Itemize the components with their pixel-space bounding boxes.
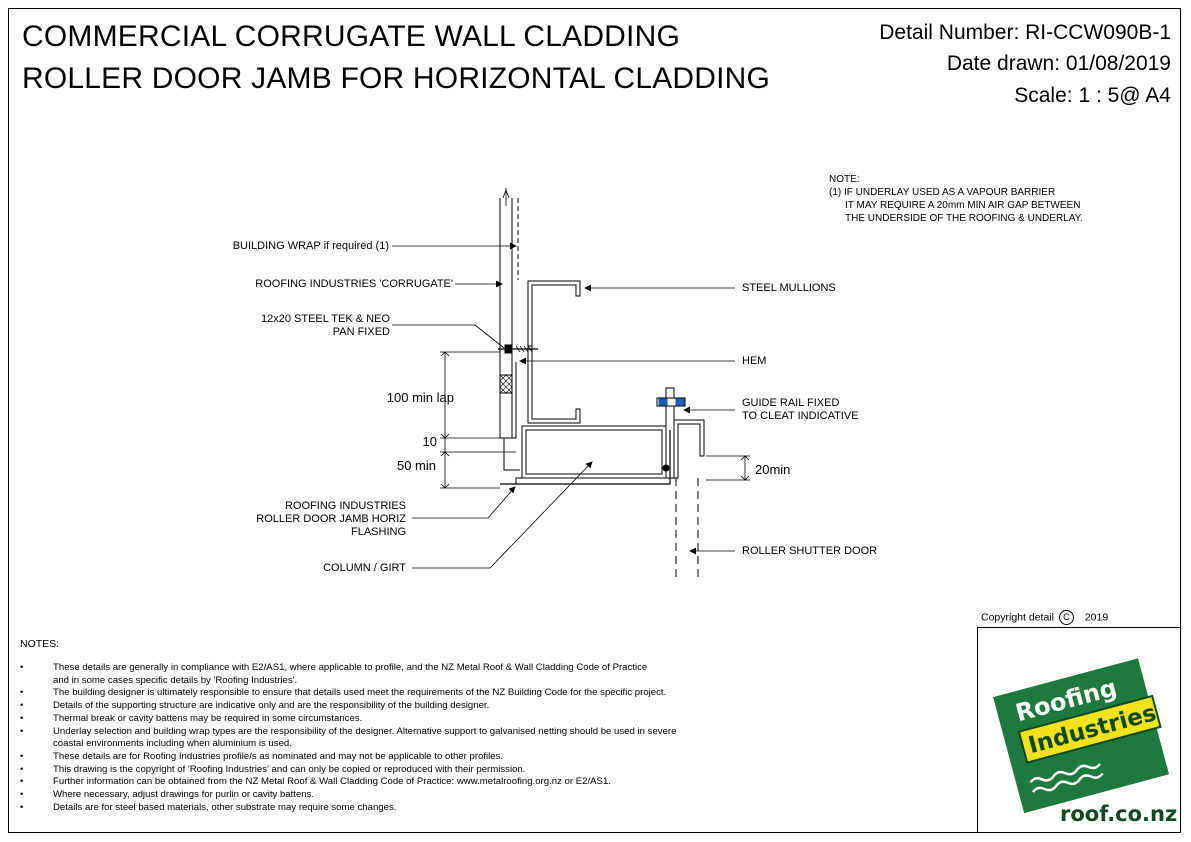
label-tek-line-2: PAN FIXED (332, 326, 390, 338)
dimension-20min (706, 455, 750, 481)
note-bullet: • (20, 763, 24, 775)
note-bullet: • (20, 662, 24, 673)
leader-lines (392, 242, 735, 569)
note-item: • Where necessary, adjust drawings for pu… (20, 789, 676, 802)
logo-url: roof.co.nz (1060, 802, 1177, 826)
note-bullet: • (20, 789, 24, 801)
hem-flashing (503, 362, 520, 471)
note-text: and in some cases specific details by 'R… (53, 674, 298, 686)
steel-mullion-upper (527, 280, 581, 347)
note-text: coastal environments including when alum… (53, 738, 292, 750)
note-bullet: • (20, 712, 24, 724)
label-roller-shutter: ROLLER SHUTTER DOOR (742, 545, 878, 557)
copyright-year: 2019 (1084, 611, 1109, 624)
note-bullet: • (20, 750, 24, 762)
label-column-girt: COLUMN / GIRT (323, 562, 406, 574)
note-item: • Details of the supporting structure are… (20, 700, 676, 713)
top-note-line-2: IT MAY REQUIRE A 20mm MIN AIR GAP BETWEE… (845, 200, 1081, 211)
top-note-line-1: (1) IF UNDERLAY USED AS A VAPOUR BARRIER (829, 187, 1056, 198)
steel-mullion-lower (527, 346, 581, 424)
title-line-1: COMMERCIAL CORRUGATE WALL CLADDING (22, 20, 680, 53)
tek-screw (498, 344, 538, 354)
note-item: • Details are for steel based materials, … (20, 802, 676, 815)
note-bullet: • (20, 776, 24, 788)
label-tek-line-1: 12x20 STEEL TEK & NEO (260, 313, 390, 325)
top-note-line-3: THE UNDERSIDE OF THE ROOFING & UNDERLAY. (845, 213, 1083, 224)
top-note-heading: NOTE: (829, 174, 860, 185)
label-building-wrap: BUILDING WRAP if required (1) (232, 240, 389, 252)
note-item: • These details are for Roofing Industrie… (20, 751, 676, 764)
detail-number: Detail Number: RI-CCW090B-1 (879, 21, 1171, 44)
lap-insulation (499, 374, 513, 394)
note-bullet: • (20, 801, 24, 813)
copyright-text: Copyright detail C 2019 (981, 610, 1108, 625)
dim-lap: 100 min lap (386, 390, 454, 405)
note-text: These details are generally in complianc… (53, 662, 648, 673)
jamb-flashing (500, 430, 671, 485)
column-girt (521, 425, 667, 479)
scale: Scale: 1 : 5@ A4 (1014, 84, 1171, 107)
notes-list: • These details are generally in complian… (20, 662, 676, 814)
note-text: Further information can be obtained from… (53, 776, 611, 788)
note-text: Underlay selection and building wrap typ… (53, 725, 677, 737)
label-corrugate: ROOFING INDUSTRIES 'CORRUGATE' (255, 278, 453, 290)
note-text: These details are for Roofing Industries… (53, 750, 504, 762)
copyright-symbol: C (1058, 610, 1074, 625)
dim-ten: 10 (422, 434, 437, 449)
label-steel-mullions: STEEL MULLIONS (742, 282, 836, 294)
corrugate-cladding (499, 188, 513, 439)
note-text: Where necessary, adjust drawings for pur… (53, 789, 315, 801)
roofing-industries-logo: Roofing Industries roof.co.nz (993, 658, 1177, 826)
note-item: • These details are generally in complian… (20, 662, 676, 687)
label-flashing-line-3: FLASHING (350, 526, 406, 538)
label-hem: HEM (742, 355, 767, 367)
date-drawn: Date drawn: 01/08/2019 (946, 52, 1171, 75)
dimension-lines-left (440, 351, 516, 489)
label-flashing-line-1: ROOFING INDUSTRIES (284, 500, 406, 512)
note-text: Details are for steel based materials, o… (53, 801, 397, 813)
guide-rail (656, 387, 705, 479)
notes-heading: NOTES: (20, 638, 60, 650)
logo-yellow-band (1017, 694, 1162, 764)
dim-fifty: 50 min (396, 458, 436, 473)
note-bullet: • (20, 700, 24, 712)
note-bullet: • (20, 725, 24, 737)
drawing-border (8, 8, 1181, 833)
label-flashing-line-2: ROLLER DOOR JAMB HORIZ (256, 513, 406, 525)
copyright-label: Copyright detail (981, 611, 1054, 624)
note-item: • Thermal break or cavity battens may be … (20, 713, 676, 726)
note-item: • This drawing is the copyright of 'Roofi… (20, 764, 676, 777)
note-bullet: • (20, 687, 24, 699)
note-text: Thermal break or cavity battens may be r… (53, 712, 363, 724)
title-line-2: ROLLER DOOR JAMB FOR HORIZONTAL CLADDING (22, 62, 771, 95)
label-guide-rail-line-1: GUIDE RAIL FIXED (742, 397, 840, 409)
note-item: • The building designer is ultimately res… (20, 687, 676, 700)
note-text: The building designer is ultimately resp… (53, 687, 667, 699)
note-item: • Underlay selection and building wrap ty… (20, 726, 676, 751)
note-text: Details of the supporting structure are … (53, 700, 490, 712)
note-item: • Further information can be obtained fro… (20, 776, 676, 789)
dim-twenty: 20min (755, 462, 791, 477)
label-guide-rail-line-2: TO CLEAT INDICATIVE (742, 410, 859, 422)
logo-box: Roofing Industries roof.co.nz (977, 627, 1181, 833)
note-text: This drawing is the copyright of 'Roofin… (53, 763, 526, 775)
